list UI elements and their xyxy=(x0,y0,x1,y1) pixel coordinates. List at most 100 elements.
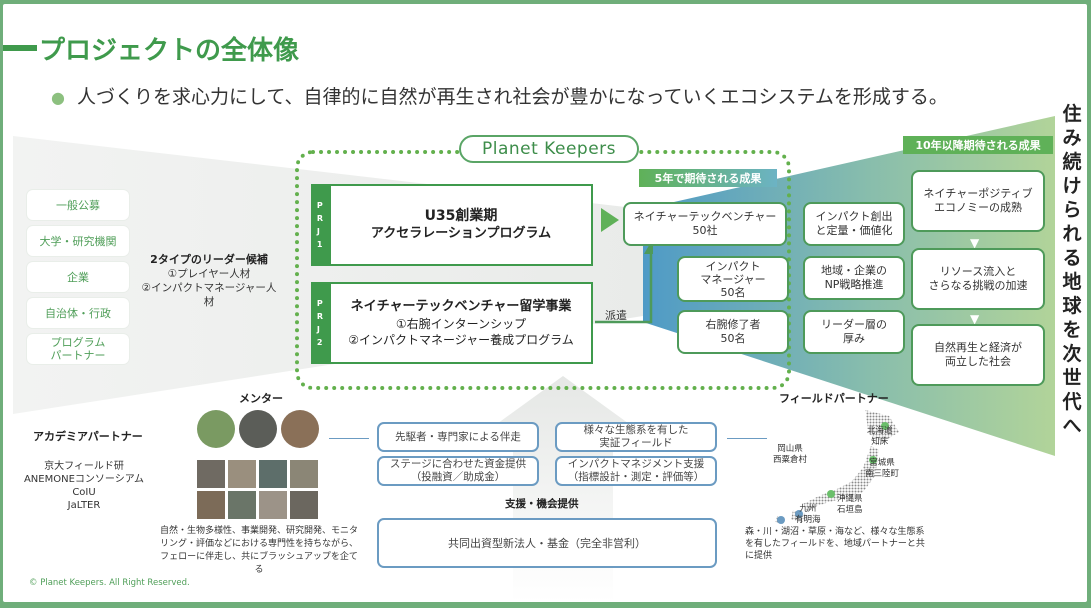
source-company: 企業 xyxy=(27,262,129,292)
result-line: 地域・企業の xyxy=(821,264,887,277)
mentor-photo xyxy=(197,410,235,448)
result-line: さらなる挑戦の加速 xyxy=(928,279,1028,292)
slogan-char: 世 xyxy=(1062,367,1082,389)
fund-box: 共同出資型新法人・基金（完全非営利） xyxy=(377,518,717,568)
support-label: 支援・機会提供 xyxy=(505,498,579,510)
result-line: ネイチャーポジティブ xyxy=(923,187,1033,200)
mentor-photo xyxy=(259,460,287,488)
result-line: マネージャー xyxy=(700,272,766,286)
result-line: 両立した社会 xyxy=(945,355,1011,368)
result-line: と定量・価値化 xyxy=(815,224,893,237)
prj2-box: ネイチャーテックベンチャー留学事業 ①右腕インターンシップ ②インパクトマネージ… xyxy=(329,282,593,364)
source-university: 大学・研究機関 xyxy=(27,226,129,256)
support-line: インパクトマネジメント支援 xyxy=(567,458,705,470)
academia-item: JaLTER xyxy=(67,500,101,511)
slogan-char: み xyxy=(1062,127,1082,149)
map-label-line: 西粟倉村 xyxy=(773,455,808,465)
support-line: （指標設計・測定・評価等） xyxy=(567,471,705,483)
mentor-photo xyxy=(197,491,225,519)
result-migiude-graduates: 右腕修了者 50名 xyxy=(677,310,789,354)
support-line: ステージに合わせた資金提供 xyxy=(389,458,527,470)
result-impact-managers: インパクト マネージャー 50名 xyxy=(677,256,789,302)
support-line: 先駆者・専門家による伴走 xyxy=(395,430,521,443)
result-leader-depth: リーダー層の 厚み xyxy=(803,310,905,354)
leader-heading: 2タイプのリーダー候補 xyxy=(150,253,268,266)
result-impact-creation: インパクト創出 と定量・価値化 xyxy=(803,202,905,246)
slogan-char: ら xyxy=(1062,199,1082,221)
mentor-photo xyxy=(239,410,277,448)
support-funding: ステージに合わせた資金提供 （投融資／助成金） xyxy=(377,456,539,486)
japan-map xyxy=(775,410,899,524)
mentor-photo xyxy=(228,460,256,488)
source-government: 自治体・行政 xyxy=(27,298,129,328)
subtitle: ●人づくりを求心力にして、自律的に自然が再生され社会が豊かになっていくエコシステ… xyxy=(51,82,948,109)
result-line: インパクト創出 xyxy=(815,210,893,223)
result-line: 自然再生と経済が xyxy=(934,341,1022,354)
map-label-line: 南三陸町 xyxy=(865,469,900,479)
result-line: 50名 xyxy=(720,285,746,299)
slogan-char: 地 xyxy=(1062,271,1082,293)
leader-candidates: 2タイプのリーダー候補 ①プレイヤー人材 ②インパクトマネージャー人材 xyxy=(139,252,279,309)
mentor-photos xyxy=(197,410,327,520)
map-label-line: 有明海 xyxy=(795,515,821,525)
result-np-economy: ネイチャーポジティブ エコノミーの成熟 xyxy=(911,170,1045,232)
prj2-line2: ①右腕インターンシップ xyxy=(395,317,527,331)
map-label-hokkaido: 北海道 知床 xyxy=(867,426,893,448)
map-label-line: 九州 xyxy=(799,504,817,514)
map-label-line: 北海道 xyxy=(867,426,893,436)
result-line: リーダー層の xyxy=(821,318,887,331)
planet-keepers-label: Planet Keepers xyxy=(459,135,639,163)
result-line: 厚み xyxy=(843,332,865,345)
connector-line xyxy=(727,438,767,439)
map-marker-icon xyxy=(827,490,835,498)
result-line: 50社 xyxy=(692,224,718,237)
slogan-char: 続 xyxy=(1062,151,1082,173)
mentor-photo xyxy=(290,491,318,519)
mentor-photo xyxy=(290,460,318,488)
map-marker-icon xyxy=(881,422,889,430)
map-marker-icon xyxy=(869,456,877,464)
prj1-line1: U35創業期 xyxy=(424,208,498,224)
map-label-okinawa: 沖縄県 石垣島 xyxy=(837,494,863,516)
academia-item: ANEMONEコンソーシアム xyxy=(23,474,145,485)
map-label-line: 沖縄県 xyxy=(837,494,863,504)
slogan-char: 球 xyxy=(1062,295,1082,317)
slogan-char: け xyxy=(1062,175,1082,197)
dispatch-label: 派遣 xyxy=(605,309,627,322)
result-line: 右腕修了者 xyxy=(705,318,761,331)
slogan-char: 住 xyxy=(1062,103,1082,125)
mentor-description: 自然・生物多様性、事業開発、研究開発、モニタリング・評価などにおける専門性を持ち… xyxy=(159,526,358,575)
result-line: 50名 xyxy=(720,332,746,345)
prj2-tab: P R J 2 xyxy=(311,282,329,364)
mentor-heading: メンター xyxy=(239,392,283,405)
title-accent-bar xyxy=(3,45,37,51)
copyright: © Planet Keepers. All Right Reserved. xyxy=(29,578,190,588)
map-label-line: 岡山県 xyxy=(777,444,803,454)
mentor-photo xyxy=(197,460,225,488)
connector-line xyxy=(329,438,369,439)
map-label-line: 宮城県 xyxy=(869,458,895,468)
field-description: 森・川・湖沼・草原・海など、様々な生態系を有したフィールドを、地域パートナーと共… xyxy=(745,527,925,561)
support-line: 実証フィールド xyxy=(599,437,673,449)
map-label-miyagi: 宮城県 南三陸町 xyxy=(865,458,899,480)
support-mentoring: 先駆者・専門家による伴走 xyxy=(377,422,539,452)
result-line: エコノミーの成熟 xyxy=(934,201,1022,214)
fund-text: 共同出資型新法人・基金（完全非営利） xyxy=(448,536,646,550)
slogan-char: る xyxy=(1062,247,1082,269)
slogan-char: へ xyxy=(1062,415,1082,437)
support-line: （投融資／助成金） xyxy=(410,471,506,483)
result-line: ネイチャーテックベンチャー xyxy=(633,210,777,223)
prj1-box: U35創業期 アクセラレーションプログラム xyxy=(329,184,593,266)
result-line: リソース流入と xyxy=(939,265,1017,278)
result-coexisting-society: 自然再生と経済が 両立した社会 xyxy=(911,324,1045,386)
down-arrow-icon: ▼ xyxy=(970,236,980,250)
prj1-tab: P R J 1 xyxy=(311,184,329,266)
support-line: 様々な生態系を有した xyxy=(583,424,689,436)
mentor-photo xyxy=(281,410,319,448)
subtitle-text: 人づくりを求心力にして、自律的に自然が再生され社会が豊かになっていくエコシステム… xyxy=(76,86,948,108)
academia-list: 京大フィールド研 ANEMONEコンソーシアム CoIU JaLTER xyxy=(17,460,151,512)
down-arrow-icon: ▼ xyxy=(970,312,980,326)
map-label-line: 知床 xyxy=(871,437,889,447)
map-marker-icon xyxy=(777,516,785,524)
mentor-photo xyxy=(259,491,287,519)
